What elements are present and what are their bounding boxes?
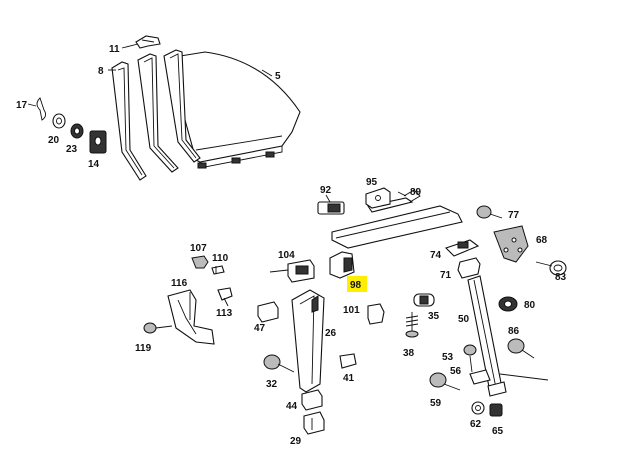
callout-41: 41 [343,373,355,384]
roller-part-35 [413,293,435,307]
callout-5: 5 [275,71,281,82]
callout-95: 95 [366,177,378,188]
callout-89: 89 [410,187,422,198]
clip-part-44 [301,389,323,411]
callout-53: 53 [442,352,454,363]
callout-68: 68 [536,235,548,246]
callout-47: 47 [254,323,266,334]
bracket-part-56 [469,369,491,385]
callout-44: 44 [286,401,298,412]
callout-113: 113 [216,308,233,319]
callout-83: 83 [555,272,567,283]
screw-part-77 [476,205,503,219]
callout-8: 8 [98,66,104,77]
regulator-bracket-part-98 [329,251,355,279]
callout-59: 59 [430,398,442,409]
window-channel-part-8 [111,49,201,181]
callout-74: 74 [430,250,442,261]
callout-71: 71 [440,270,452,281]
guide-rail-part-50 [467,275,507,397]
washer-part-62 [471,401,485,415]
pin-part-107 [191,255,209,269]
bolt-part-59 [429,372,461,391]
bolt-part-53 [463,344,477,373]
callout-23: 23 [66,144,78,155]
bracket-part-74 [444,239,480,257]
callout-11: 11 [109,44,120,55]
guide-part-95 [365,187,391,209]
callout-26: 26 [325,328,337,339]
bolt-part-32 [263,354,295,373]
callout-104: 104 [278,250,295,261]
callout-65: 65 [492,426,504,437]
clip-part-29 [303,411,325,435]
leader-11 [121,43,139,49]
clip-part-41 [339,353,357,369]
screw-part-119 [143,322,173,334]
leader-5 [261,69,273,77]
callout-32: 32 [266,379,278,390]
switch-part-104 [269,259,315,283]
callout-98: 98 [350,280,362,291]
cap-part-65 [489,403,503,417]
bolt-part-83 [535,260,567,276]
leader-50-86 [499,373,549,381]
screw-part-110 [211,265,225,275]
callout-62: 62 [470,419,482,430]
window-glass-part-5 [167,51,301,169]
callout-14: 14 [88,159,100,170]
callout-17: 17 [16,100,28,111]
clip-part-71 [457,257,481,279]
clip-part-47 [257,301,279,323]
clip-part-17 [36,97,47,121]
callout-29: 29 [290,436,302,447]
callout-56: 56 [450,366,462,377]
callout-86: 86 [508,326,520,337]
handle-part-116 [167,289,215,345]
callout-116: 116 [171,278,188,289]
window-rail-part-89 [331,189,463,249]
highlight-box-98 [347,276,367,292]
callout-50: 50 [458,314,470,325]
bushing-part-80 [498,296,518,312]
callout-101: 101 [343,305,360,316]
nut-part-23 [70,123,84,139]
callout-35: 35 [428,311,440,322]
callout-77: 77 [508,210,520,221]
leader-17 [27,103,37,107]
clip-part-11 [135,35,161,49]
callout-labels: 11 8 5 17 20 23 14 92 95 89 77 68 107 11… [16,44,567,447]
clip-part-113 [217,287,233,307]
callout-20: 20 [48,135,60,146]
leader-92 [325,194,331,203]
bumper-part-14 [89,130,107,154]
callout-119: 119 [135,343,152,354]
callout-80: 80 [524,300,536,311]
callout-107: 107 [190,243,207,254]
callout-92: 92 [320,185,332,196]
plate-part-68 [493,225,529,263]
bolt-part-86 [507,338,535,359]
callout-38: 38 [403,348,415,359]
callout-110: 110 [212,253,229,264]
screw-part-38 [405,312,419,338]
roller-part-92 [317,201,345,215]
leader-89 [397,191,407,197]
clip-part-101 [367,303,385,325]
washer-part-20 [52,113,66,129]
guide-channel-part-26 [291,289,325,393]
